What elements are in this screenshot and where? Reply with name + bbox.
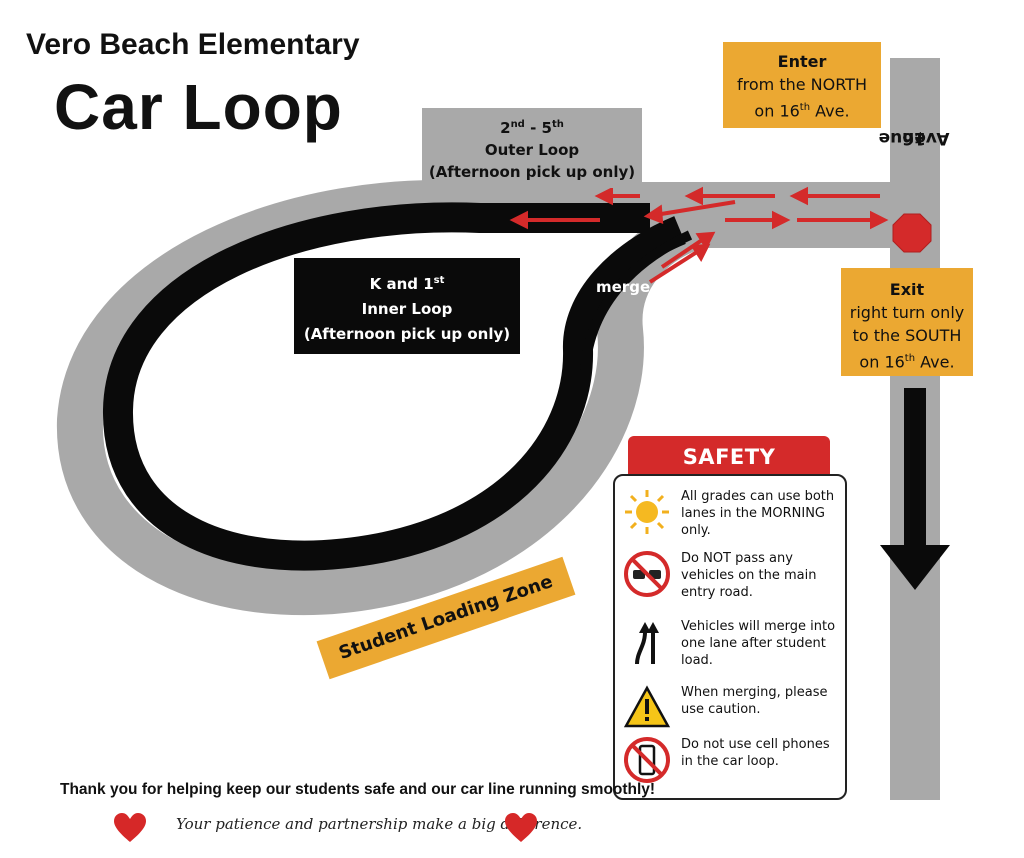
enter-line2: on 16th Ave. [754, 101, 850, 121]
safety-tip: All grades can use both lanes in the MOR… [615, 488, 845, 548]
exit-heading: Exit [889, 280, 925, 299]
heart-icon [114, 813, 146, 842]
inner-loop-grades: K and 1st [369, 275, 445, 293]
entering-arrows [509, 186, 880, 230]
safety-tip-text: When merging, please use caution. [681, 685, 828, 717]
outer-loop-label: 2nd - 5th Outer Loop (Afternoon pick up … [422, 108, 642, 188]
no-passing-icon [624, 551, 670, 597]
merge-lane [580, 230, 693, 371]
safety-tip: Do NOT pass any vehicles on the main ent… [615, 550, 845, 610]
outer-loop-note: (Afternoon pick up only) [428, 163, 636, 181]
no-phone-icon [624, 737, 670, 783]
safety-tip: Do not use cell phones in the car loop. [615, 736, 845, 796]
lane-merge-icon [635, 622, 659, 665]
inner-loop-road [102, 202, 686, 571]
merge-label: merge [596, 278, 651, 296]
inner-loop-label: K and 1st Inner Loop (Afternoon pick up … [294, 258, 520, 354]
inner-loop-note: (Afternoon pick up only) [303, 325, 511, 343]
safety-tip: Vehicles will merge into one lane after … [615, 618, 845, 678]
enter-heading: Enter [777, 52, 827, 71]
safety-tip-text: Do NOT pass any vehicles on the main ent… [681, 551, 817, 600]
outer-loop-grades: 2nd - 5th [500, 119, 564, 137]
southbound-arrow-head [880, 545, 950, 590]
exit-line3: on 16th Ave. [859, 352, 955, 372]
exiting-arrows [648, 210, 889, 284]
safety-tip-text: Vehicles will merge into one lane after … [681, 619, 836, 668]
exit-sign: Exit right turn only to the SOUTH on 16t… [841, 268, 973, 376]
inner-loop-name: Inner Loop [361, 300, 453, 318]
southbound-arrow-shaft [904, 388, 926, 548]
outer-loop-name: Outer Loop [484, 141, 580, 159]
safety-tip: When merging, please use caution. [615, 684, 845, 744]
enter-line1: from the NORTH [737, 75, 867, 94]
footer-script: Your patience and partnership make a big… [176, 815, 583, 833]
footer-thanks: Thank you for helping keep our students … [60, 781, 656, 798]
outer-loop-road [56, 180, 890, 616]
safety-reminders-panel: All grades can use both lanes in the MOR… [613, 474, 847, 800]
safety-reminders-header: SAFETY REMINDERS [628, 436, 830, 511]
exit-line2: to the SOUTH [852, 326, 962, 345]
warning-icon [623, 685, 671, 728]
page-title: Car Loop [54, 71, 343, 143]
exit-line1: right turn only [849, 303, 965, 322]
safety-tip-text: All grades can use both lanes in the MOR… [681, 489, 835, 538]
enter-sign: Enter from the NORTH on 16th Ave. [723, 42, 881, 128]
stop-sign-icon [892, 213, 932, 253]
sun-icon [625, 490, 669, 534]
school-name: Vero Beach Elementary [26, 28, 360, 61]
safety-tip-text: Do not use cell phones in the car loop. [681, 737, 830, 769]
heart-icon [505, 813, 537, 842]
